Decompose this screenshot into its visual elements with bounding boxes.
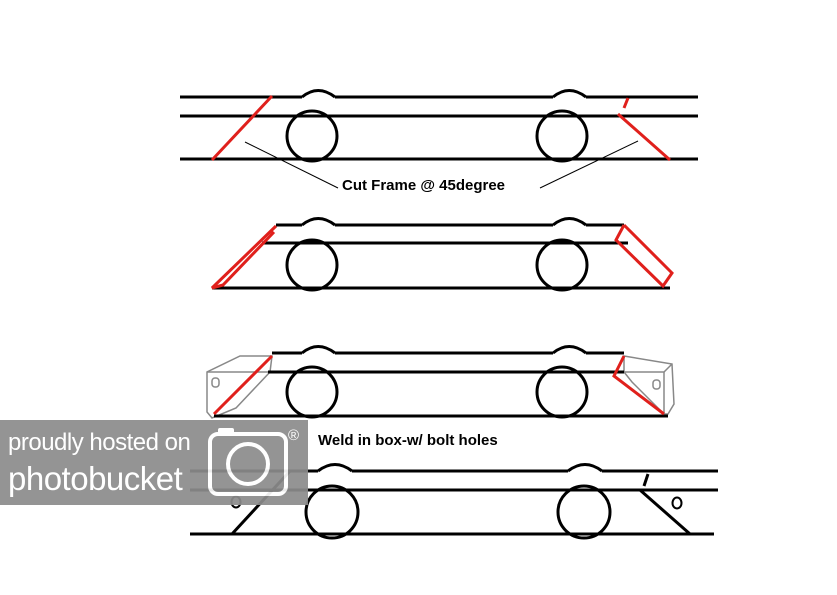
wheel-arches <box>301 345 587 355</box>
registered-mark: ® <box>288 427 299 444</box>
frame-original <box>180 89 698 189</box>
cut-lines <box>210 94 671 162</box>
wheels <box>285 365 589 419</box>
wheels <box>285 109 589 163</box>
weld-box-label: Weld in box-w/ bolt holes <box>318 432 498 449</box>
pointer-lines <box>244 140 639 189</box>
angled-ends <box>210 223 674 290</box>
wheels <box>285 238 589 292</box>
wheel-arches <box>317 463 603 473</box>
camera-icon: ® <box>208 427 299 496</box>
frame-trimmed <box>210 217 674 292</box>
frame-rails <box>212 223 670 290</box>
cut-frame-label: Cut Frame @ 45degree <box>342 177 506 194</box>
wheel-arches <box>301 217 587 227</box>
frame-rails <box>180 95 698 161</box>
wheel-arches <box>301 89 587 99</box>
watermark-line2: photobucket <box>8 460 183 497</box>
weld-lines <box>212 354 665 416</box>
watermark-line1: proudly hosted on <box>8 429 191 456</box>
wheels <box>304 484 612 540</box>
weld-boxes <box>206 355 675 419</box>
frame-rails <box>214 351 668 418</box>
frame-boxed <box>206 345 675 419</box>
photobucket-watermark: proudly hosted on photobucket ® <box>0 420 308 505</box>
